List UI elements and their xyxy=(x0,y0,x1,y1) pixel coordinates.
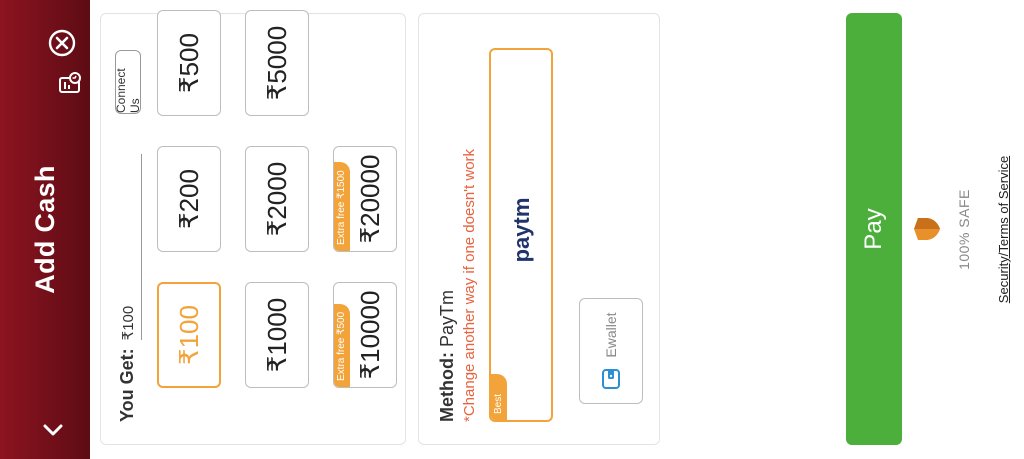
you-get-row: You Get: ₹100 xyxy=(117,154,142,422)
amount-label: ₹100 xyxy=(173,305,204,365)
terms-link[interactable]: Security/Terms of Service xyxy=(996,155,1011,304)
chevron-left-icon xyxy=(43,424,63,436)
amount-option-5000[interactable]: ₹5000 xyxy=(245,10,309,116)
amount-option-500[interactable]: ₹500 xyxy=(157,10,221,116)
best-badge: Best xyxy=(491,374,507,420)
amount-label: ₹2000 xyxy=(261,161,292,237)
ewallet-option[interactable]: Ewallet xyxy=(579,298,643,404)
history-icon xyxy=(59,72,81,93)
payment-method-card: Method: PayTm *Change another way if one… xyxy=(418,13,660,445)
amount-option-2000[interactable]: ₹2000 xyxy=(245,146,309,252)
safe-text: 100% SAFE xyxy=(956,189,972,270)
connect-us-button[interactable]: Connect Us xyxy=(114,50,142,114)
method-line: Method: PayTm xyxy=(437,290,458,422)
close-icon xyxy=(48,29,76,57)
amount-option-1000[interactable]: ₹1000 xyxy=(245,282,309,388)
header-bar: Add Cash xyxy=(0,0,90,459)
bonus-badge: Extra free ₹500 xyxy=(334,303,350,387)
page-title: Add Cash xyxy=(30,165,60,294)
pay-button[interactable]: Pay xyxy=(846,13,902,445)
amount-label: ₹20000 xyxy=(354,154,385,244)
back-button[interactable] xyxy=(42,419,64,441)
you-get-value: ₹100 xyxy=(119,154,142,341)
you-get-label: You Get: xyxy=(117,348,137,422)
method-label: Method: xyxy=(437,352,457,422)
bonus-badge: Extra free ₹1500 xyxy=(334,162,350,251)
amount-card: You Get: ₹100 Connect Us ₹100 ₹200 ₹500 … xyxy=(100,10,406,445)
amount-option-100[interactable]: ₹100 xyxy=(157,282,221,388)
paytm-logo-icon: paytm xyxy=(509,198,534,263)
amount-label: ₹1000 xyxy=(261,297,292,373)
wallet-icon xyxy=(602,368,620,389)
paytm-option[interactable]: Best paytm xyxy=(489,48,553,422)
method-hint: *Change another way if one doesn't work xyxy=(461,148,478,422)
method-value: PayTm xyxy=(437,289,457,347)
amount-option-20000[interactable]: Extra free ₹1500 ₹20000 xyxy=(333,146,397,252)
ewallet-label: Ewallet xyxy=(603,312,619,358)
amount-label: ₹10000 xyxy=(354,290,385,380)
shield-icon xyxy=(914,218,940,240)
amount-label: ₹5000 xyxy=(261,25,292,101)
amount-option-200[interactable]: ₹200 xyxy=(157,146,221,252)
amount-label: ₹500 xyxy=(173,33,204,93)
history-button[interactable] xyxy=(58,71,82,95)
amount-option-10000[interactable]: Extra free ₹500 ₹10000 xyxy=(333,282,397,388)
amount-label: ₹200 xyxy=(173,169,204,229)
paytm-logo-text: paytm xyxy=(509,198,534,263)
close-button[interactable] xyxy=(48,29,76,57)
